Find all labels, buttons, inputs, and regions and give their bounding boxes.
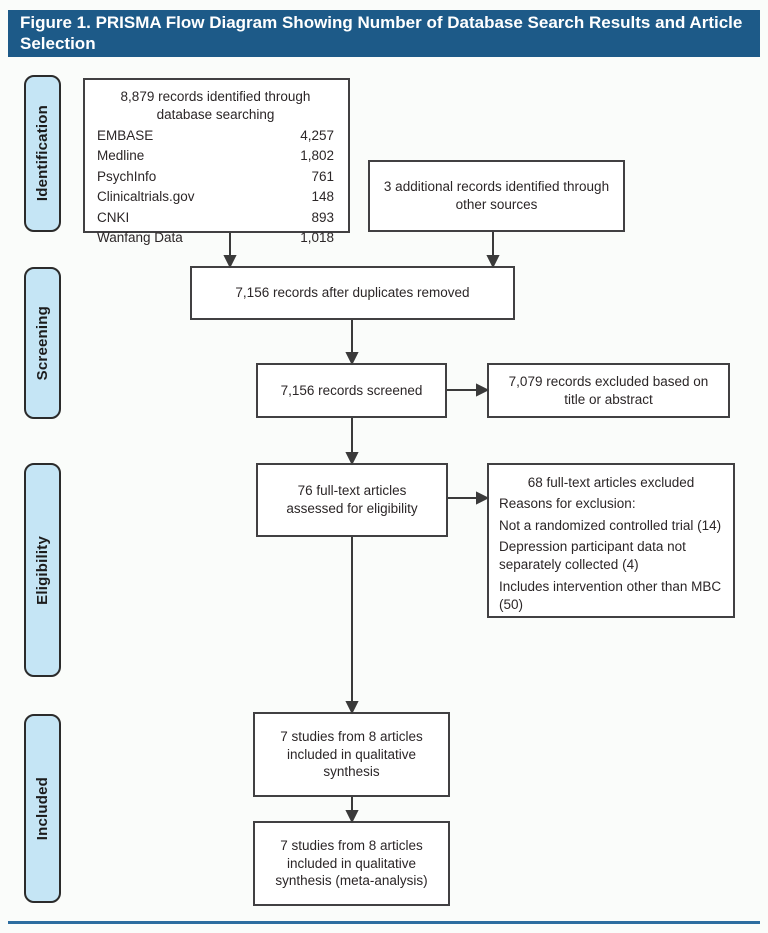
figure-title: Figure 1. PRISMA Flow Diagram Showing Nu… (8, 10, 760, 57)
source-count: 4,257 (300, 127, 334, 143)
arrowhead-dedup-to-screened (345, 352, 359, 366)
source-count: 148 (311, 189, 334, 205)
source-row: Wanfang Data 1,018 (97, 228, 334, 249)
exclusion-reason: Not a randomized controlled trial (14) (499, 517, 722, 533)
box-fulltext-excluded: 68 full-text articles excluded Reasons f… (487, 463, 735, 618)
arrowhead-screened-to-fulltext (345, 452, 359, 466)
arrowhead-fulltext-to-excluded (476, 491, 490, 505)
source-count: 893 (311, 209, 334, 225)
arrowhead-screened-to-excluded (476, 383, 490, 397)
arrowhead-qualitative-to-meta (345, 810, 359, 824)
duplicates-removed-text: 7,156 records after duplicates removed (235, 285, 470, 301)
arrowhead-identified-to-dedup (223, 255, 237, 269)
source-row: Medline 1,802 (97, 146, 334, 167)
source-name: EMBASE (97, 127, 154, 143)
stage-label-eligibility: Eligibility (24, 463, 61, 677)
box-records-screened: 7,156 records screened (256, 363, 447, 418)
meta-analysis-text: 7 studies from 8 articles included in qu… (275, 837, 428, 889)
stage-label-identification-text: Identification (34, 105, 51, 202)
exclusion-reason: Includes intervention other than MBC (50… (499, 579, 722, 612)
source-name: Wanfang Data (97, 230, 183, 246)
stage-label-included-text: Included (34, 776, 51, 841)
exclusion-reason: Depression participant data not separate… (499, 539, 686, 573)
source-name: PsychInfo (97, 168, 157, 184)
source-name: Clinicaltrials.gov (97, 189, 195, 205)
arrowhead-fulltext-to-qualitative (345, 701, 359, 715)
exclusion-reason: Reasons for exclusion: (499, 495, 636, 511)
stage-label-screening-text: Screening (34, 305, 51, 381)
records-screened-text: 7,156 records screened (280, 382, 423, 398)
source-name: Medline (97, 148, 145, 164)
records-identified-title: 8,879 records identified through databas… (120, 89, 311, 122)
excluded-title-abstract-text: 7,079 records excluded based on title or… (508, 373, 709, 407)
box-meta-analysis: 7 studies from 8 articles included in qu… (253, 821, 450, 906)
box-qualitative-synthesis: 7 studies from 8 articles included in qu… (253, 712, 450, 797)
box-additional-records: 3 additional records identified through … (368, 160, 625, 232)
fulltext-excluded-heading: 68 full-text articles excluded (527, 475, 695, 490)
arrowhead-additional-to-dedup (486, 255, 500, 269)
fulltext-assessed-text: 76 full-text articles assessed for eligi… (286, 483, 418, 516)
box-records-identified: 8,879 records identified through databas… (83, 78, 350, 245)
source-row: CNKI 893 (97, 208, 334, 229)
additional-records-text: 3 additional records identified through … (383, 179, 610, 212)
source-name: CNKI (97, 209, 130, 225)
stage-label-included: Included (24, 714, 61, 903)
stage-label-identification: Identification (24, 75, 61, 232)
box-duplicates-removed: 7,156 records after duplicates removed (190, 266, 515, 320)
bottom-rule (8, 921, 760, 924)
source-row: EMBASE 4,257 (97, 126, 334, 147)
source-count: 761 (311, 168, 334, 184)
qualitative-synthesis-text: 7 studies from 8 articles included in qu… (280, 728, 423, 780)
box-excluded-title-abstract: 7,079 records excluded based on title or… (487, 363, 730, 418)
source-count: 1,802 (300, 148, 334, 164)
stage-label-eligibility-text: Eligibility (34, 535, 51, 605)
box-fulltext-assessed: 76 full-text articles assessed for eligi… (256, 463, 448, 537)
stage-label-screening: Screening (24, 267, 61, 419)
source-row: Clinicaltrials.gov 148 (97, 187, 334, 208)
source-row: PsychInfo 761 (97, 167, 334, 188)
source-count: 1,018 (300, 230, 334, 246)
